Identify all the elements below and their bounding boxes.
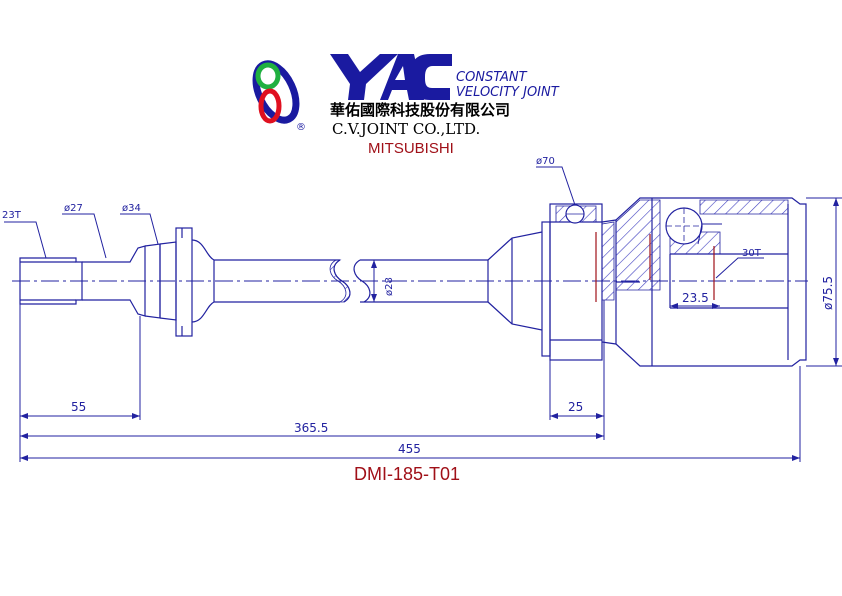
label-dia-28: ø28	[384, 277, 395, 296]
dim-455: 455	[398, 442, 421, 456]
tagline-line1: CONSTANT	[456, 70, 528, 85]
brand-wordmark	[330, 54, 452, 100]
section-hatching	[329, 199, 789, 303]
label-spline-23t: 23T	[2, 210, 22, 221]
company-logo: ® CONSTANT VELOCITY JOINT 華佑國際科技股份有限公司 C…	[252, 54, 560, 157]
tagline-line2: VELOCITY JOINT	[456, 85, 560, 100]
label-spline-30t: 30T	[742, 248, 762, 259]
shaft-outline	[19, 197, 807, 367]
label-depth-23-5: 23.5	[682, 291, 709, 305]
red-section-lines	[595, 232, 715, 302]
arrowheads	[20, 198, 839, 461]
label-dia-34: ø34	[122, 203, 141, 214]
dim-25: 25	[568, 400, 583, 414]
maker-name: MITSUBISHI	[368, 140, 454, 157]
label-dia-75-5: ø75.5	[821, 276, 835, 310]
dim-55: 55	[71, 400, 86, 414]
label-dia-27: ø27	[64, 203, 83, 214]
label-dia-70: ø70	[536, 156, 555, 167]
company-name: C.V.JOINT CO.,LTD.	[332, 120, 480, 138]
part-number: DMI-185-T01	[354, 464, 460, 484]
registered-mark: ®	[296, 122, 306, 133]
dim-365-5: 365.5	[294, 421, 328, 435]
chinese-company-name: 華佑國際科技股份有限公司	[330, 101, 510, 119]
logo-mark-icon	[252, 60, 300, 124]
dimension-lines	[4, 166, 842, 462]
